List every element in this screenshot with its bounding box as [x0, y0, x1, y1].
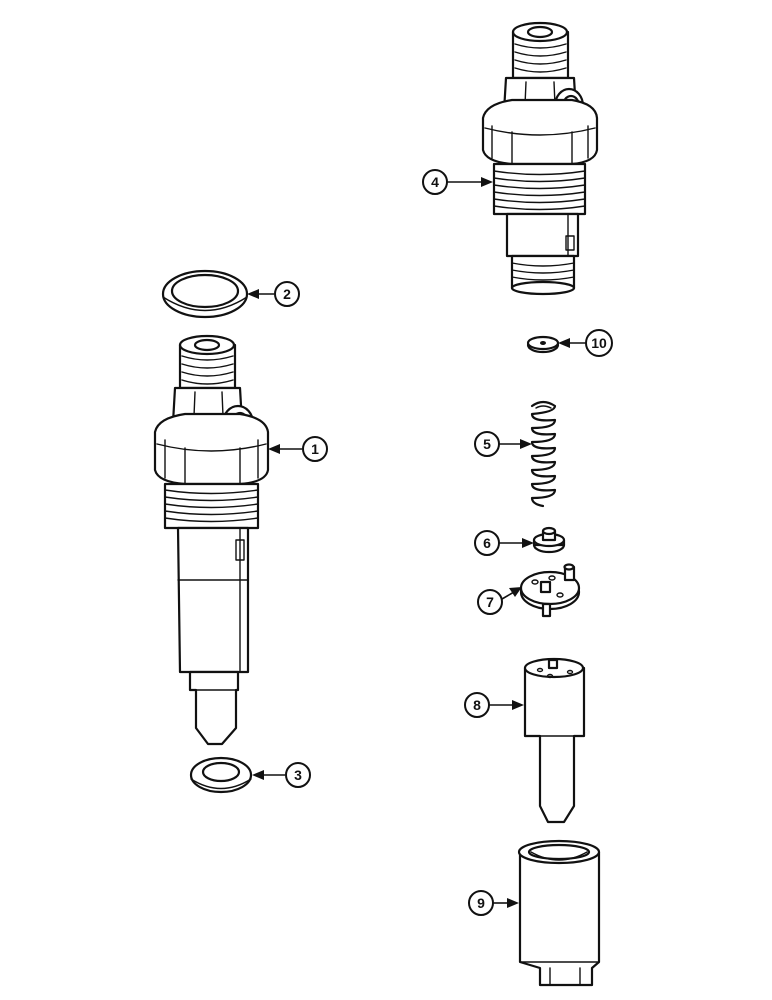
lower-washer: [189, 756, 253, 794]
callout-label-6: 6: [483, 535, 491, 551]
spring-seat: [532, 526, 566, 554]
callout-9: 9: [468, 890, 519, 916]
callout-label-9: 9: [477, 895, 485, 911]
callout-4: 4: [422, 169, 493, 195]
shim-disc: [526, 335, 560, 354]
nozzle-nut: [517, 839, 601, 987]
callout-6: 6: [474, 530, 534, 556]
intermediate-plate: [519, 563, 581, 618]
upper-washer: [161, 269, 249, 319]
callout-5: 5: [474, 431, 532, 457]
callout-10: 10: [558, 329, 613, 357]
callout-3: 3: [252, 762, 311, 788]
callout-label-4: 4: [431, 174, 439, 190]
injector-body: [481, 21, 599, 296]
callout-2: 2: [247, 281, 300, 307]
callout-7: 7: [477, 587, 522, 615]
callout-1: 1: [268, 436, 328, 462]
callout-label-2: 2: [283, 286, 291, 302]
callout-label-8: 8: [473, 697, 481, 713]
callout-label-10: 10: [591, 335, 607, 351]
injector-assembly: [153, 334, 270, 746]
callout-label-5: 5: [483, 436, 491, 452]
callout-8: 8: [464, 692, 524, 718]
spring: [530, 400, 557, 508]
nozzle: [523, 657, 586, 824]
callout-label-7: 7: [486, 594, 494, 610]
callout-label-1: 1: [311, 441, 319, 457]
callout-label-3: 3: [294, 767, 302, 783]
